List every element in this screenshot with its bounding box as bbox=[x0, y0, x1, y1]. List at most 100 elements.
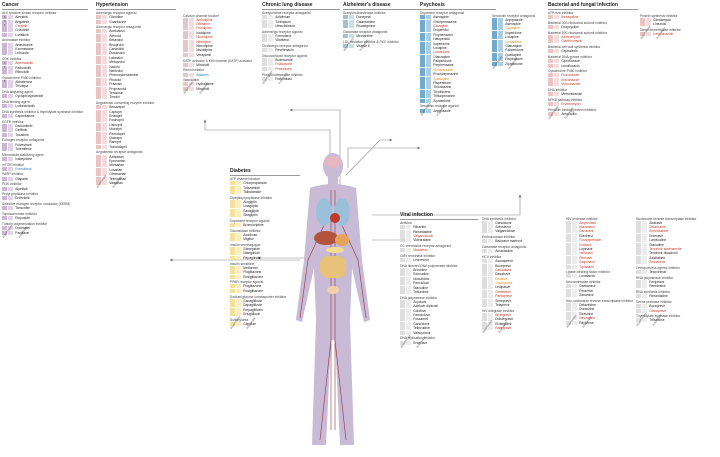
drug-name: Tolbutamide bbox=[243, 189, 262, 194]
drug-name: Edoxudine bbox=[413, 272, 429, 277]
monotherapy-cell bbox=[492, 39, 498, 44]
drug-name: Doxycycline bbox=[561, 25, 579, 30]
drug-row: Metronidazole bbox=[548, 92, 638, 97]
polytherapy-cell bbox=[641, 294, 648, 299]
monotherapy-cell bbox=[492, 22, 498, 27]
polytherapy-cell bbox=[101, 144, 108, 149]
panel-title: Diabetes bbox=[230, 168, 300, 176]
polytherapy-cell bbox=[101, 109, 108, 114]
drug-row: Peramivir bbox=[566, 288, 636, 293]
polytherapy-cell bbox=[101, 47, 108, 52]
polytherapy-cell bbox=[188, 26, 195, 31]
drug-row: Fulvestrant bbox=[2, 142, 88, 147]
drug-row: Isradipine bbox=[183, 30, 255, 35]
polytherapy-cell bbox=[641, 308, 648, 313]
drug-name: Abemaciclib bbox=[15, 61, 34, 66]
drug-name: Betaxolol bbox=[109, 38, 123, 43]
drug-row: Doxazosin bbox=[96, 51, 176, 56]
polytherapy-cell bbox=[405, 289, 412, 294]
monotherapy-cell bbox=[96, 105, 102, 110]
drug-name: Pimavanserin bbox=[433, 67, 454, 72]
monotherapy-cell bbox=[230, 199, 236, 204]
drug-name: Favipiravir bbox=[649, 279, 665, 284]
drug-row: Clozapine bbox=[420, 23, 496, 28]
polytherapy-cell bbox=[101, 42, 108, 47]
drug-name: Olanzapine bbox=[433, 54, 450, 59]
polytherapy-cell bbox=[487, 321, 494, 326]
drug-name: Azithromycin bbox=[561, 34, 581, 39]
monotherapy-cell bbox=[482, 321, 488, 326]
drug-row: Alpelisib bbox=[2, 186, 88, 191]
drug-row: Pindolol bbox=[96, 77, 176, 82]
polytherapy-cell bbox=[101, 159, 108, 164]
monotherapy-cell bbox=[420, 76, 426, 81]
polytherapy-cell bbox=[7, 23, 14, 28]
drug-row: Dasabuvir bbox=[482, 272, 560, 277]
drug-name: Loxapine bbox=[433, 45, 447, 50]
drug-row: Boceprevir bbox=[636, 304, 718, 309]
drug-name: Letermovir bbox=[413, 258, 429, 263]
polytherapy-cell bbox=[267, 48, 274, 53]
monotherapy-cell bbox=[230, 255, 236, 260]
drug-row: Nebivolol bbox=[96, 68, 176, 73]
polytherapy-cell bbox=[405, 285, 412, 290]
monotherapy-cell bbox=[183, 30, 189, 35]
drug-name: Abiraterone bbox=[15, 79, 33, 84]
monotherapy-cell bbox=[482, 285, 488, 290]
monotherapy-cell bbox=[96, 90, 102, 95]
drug-name: Abacavir bbox=[649, 220, 663, 225]
monotherapy-cell bbox=[2, 28, 8, 33]
drug-name: Stavudine bbox=[413, 285, 428, 290]
polytherapy-cell bbox=[348, 23, 355, 28]
monotherapy-cell bbox=[183, 22, 189, 27]
drug-name: Brivudine bbox=[413, 268, 428, 273]
polytherapy-cell bbox=[405, 299, 412, 304]
drug-name: Linezolid bbox=[653, 22, 667, 27]
monotherapy-cell bbox=[96, 42, 102, 47]
monotherapy-cell bbox=[230, 181, 236, 186]
monotherapy-cell bbox=[566, 284, 572, 289]
polytherapy-cell bbox=[101, 163, 108, 168]
drug-row: Valganciclovir bbox=[400, 233, 478, 238]
drug-name: Nimodipine bbox=[196, 44, 213, 49]
monotherapy-cell bbox=[2, 132, 8, 137]
polytherapy-cell bbox=[7, 176, 14, 181]
drug-row: Amantadine bbox=[482, 249, 560, 254]
polytherapy-cell bbox=[571, 284, 578, 289]
drug-name: Sitagliptin bbox=[243, 213, 258, 218]
drug-row: Darunavir bbox=[566, 229, 636, 234]
mechanism-label: Bacterial DNA gyrase inhibitor bbox=[548, 54, 592, 59]
drug-name: Amoxicillin bbox=[561, 111, 577, 116]
monotherapy-cell bbox=[636, 238, 642, 243]
monotherapy-cell bbox=[400, 281, 406, 286]
drug-row: Elbasvir bbox=[482, 276, 560, 281]
drug-name: Quetiapine bbox=[505, 52, 522, 57]
polytherapy-cell bbox=[101, 77, 108, 82]
drug-row: Chlorpromazine bbox=[420, 19, 496, 24]
drug-name: Alogliptin bbox=[243, 199, 257, 204]
drug-name: Entecavir bbox=[649, 233, 664, 238]
polytherapy-cell bbox=[101, 127, 108, 132]
drug-name: Vitamin E bbox=[356, 43, 371, 48]
monotherapy-cell bbox=[343, 19, 349, 24]
polytherapy-cell bbox=[7, 156, 14, 161]
polytherapy-cell bbox=[101, 105, 108, 110]
drug-row: Ribociclib bbox=[2, 70, 88, 75]
monotherapy-cell bbox=[230, 288, 236, 293]
monotherapy-cell bbox=[183, 82, 189, 87]
drug-name: Brigatinib bbox=[15, 19, 30, 24]
monotherapy-cell bbox=[262, 33, 268, 38]
drug-name: Aliskiren bbox=[196, 72, 209, 77]
polytherapy-cell bbox=[497, 61, 504, 66]
drug-name: Droperidol bbox=[433, 28, 449, 33]
drug-name: Valacyclovir bbox=[413, 330, 431, 335]
drug-row: Etoposide bbox=[2, 216, 88, 221]
drug-name: Ribociclib bbox=[15, 70, 30, 75]
polytherapy-cell bbox=[235, 311, 242, 316]
drug-name: Boceprevir bbox=[649, 304, 666, 309]
polytherapy-cell bbox=[101, 55, 108, 60]
drug-row: Asenapine bbox=[420, 15, 496, 20]
polytherapy-cell bbox=[235, 181, 242, 186]
monotherapy-cell: 5 bbox=[2, 15, 8, 20]
polytherapy-cell bbox=[101, 90, 108, 95]
